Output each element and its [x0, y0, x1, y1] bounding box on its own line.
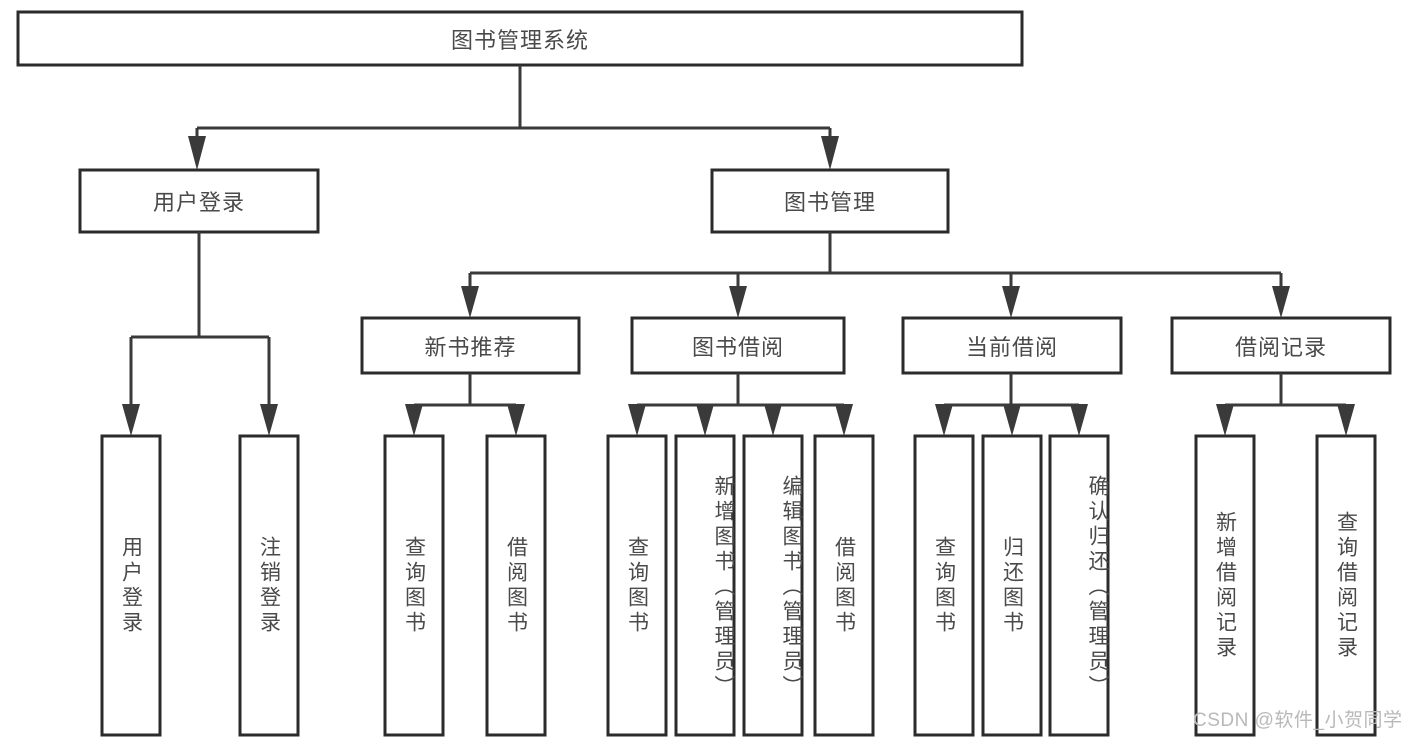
node-box-new-book-recommend[interactable] [360, 316, 581, 375]
leaf-box-query-book-newrec[interactable] [383, 434, 445, 737]
arrow-head-borrowrecord-leaf-1 [1216, 404, 1234, 436]
arrow-head-user-login-leaf-2 [260, 404, 278, 436]
leaf-box-logout[interactable] [238, 434, 300, 737]
arrow-head-bookborrow-leaf-2 [696, 404, 714, 436]
leaf-box-borrow-book[interactable] [813, 434, 875, 737]
node-box-root[interactable] [16, 10, 1024, 67]
leaf-box-add-borrow-record[interactable] [1194, 434, 1256, 737]
arrow-head-borrowrecord-leaf-2 [1337, 404, 1355, 436]
arrow-head-user-login [188, 136, 206, 170]
leaf-box-confirm-return-admin[interactable] [1048, 434, 1110, 737]
arrow-head-book-mgmt [821, 136, 839, 170]
leaf-box-query-book-borrow[interactable] [606, 434, 668, 737]
arrow-head-bookborrow-leaf-1 [628, 404, 646, 436]
arrow-head-user-login-leaf-1 [122, 404, 140, 436]
node-box-current-borrow[interactable] [901, 316, 1123, 375]
arrow-head-borrow-record [1272, 286, 1290, 318]
node-box-user-login[interactable] [78, 168, 320, 234]
arrow-head-bookborrow-leaf-4 [835, 404, 853, 436]
arrow-head-new-book-rec [461, 286, 479, 318]
leaf-box-edit-book-admin[interactable] [742, 434, 804, 737]
arrow-head-book-borrow [729, 286, 747, 318]
leaf-box-return-book[interactable] [981, 434, 1043, 737]
leaf-box-borrow-book-newrec[interactable] [485, 434, 547, 737]
arrow-head-newbook-leaf-2 [507, 404, 525, 436]
arrow-head-currentborrow-leaf-1 [935, 404, 953, 436]
arrow-head-currentborrow-leaf-3 [1070, 404, 1088, 436]
arrow-head-bookborrow-leaf-3 [764, 404, 782, 436]
node-box-borrow-record[interactable] [1170, 316, 1392, 375]
arrow-head-newbook-leaf-1 [405, 404, 423, 436]
leaf-box-query-borrow-record[interactable] [1315, 434, 1377, 737]
arrow-head-currentborrow-leaf-2 [1003, 404, 1021, 436]
node-box-book-management[interactable] [710, 168, 950, 234]
leaf-box-add-book-admin[interactable] [674, 434, 736, 737]
node-box-book-borrow[interactable] [630, 316, 846, 375]
leaf-box-query-book-current[interactable] [913, 434, 975, 737]
arrow-head-current-borrow [1002, 286, 1020, 318]
leaf-box-user-login[interactable] [100, 434, 162, 737]
